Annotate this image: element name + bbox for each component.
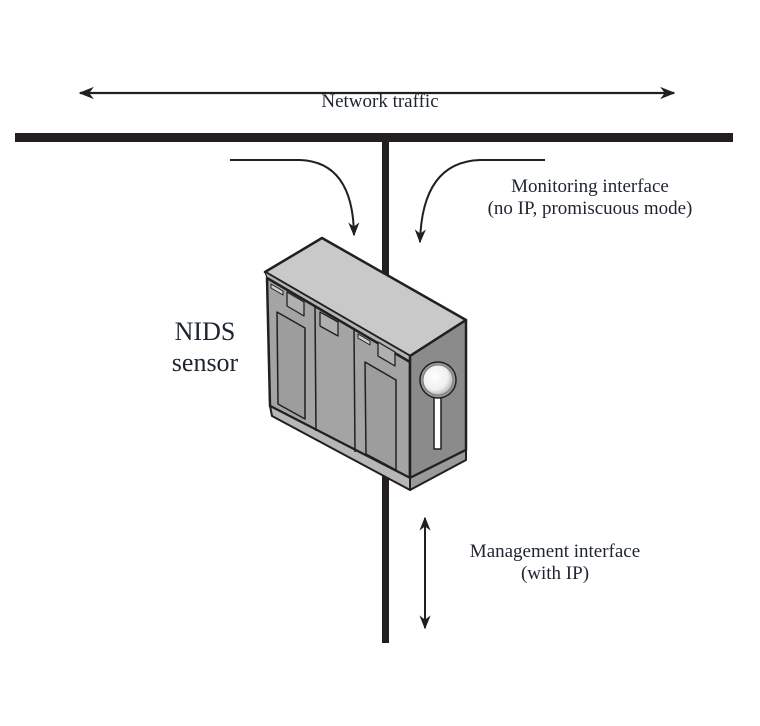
management-label-line1: Management interface (469, 541, 641, 562)
magnifier-icon (419, 361, 457, 450)
device-indicator (270, 283, 284, 296)
panel-divider (314, 305, 317, 432)
device-vent (286, 291, 305, 317)
sensor-label-line2: sensor (171, 348, 239, 378)
network-bus (15, 133, 733, 142)
network-traffic-label: Network traffic (0, 91, 760, 113)
nids-sensor-device (263, 236, 468, 491)
sensor-label-line1: NIDS (174, 317, 236, 346)
monitoring-arrow-right (414, 159, 545, 244)
management-interface-label: Management interface (with IP) (430, 541, 680, 585)
device-base-side (409, 449, 467, 491)
monitoring-label-line1: Monitoring interface (511, 176, 669, 197)
management-label-line2: (with IP) (520, 562, 590, 584)
device-vent (319, 311, 339, 337)
monitoring-interface-label: Monitoring interface (no IP, promiscuous… (455, 176, 725, 220)
device-door-left (276, 311, 306, 420)
network-traffic-text: Network traffic (321, 91, 439, 112)
monitoring-arrow-left (230, 159, 360, 237)
nids-sensor-label: NIDS sensor (140, 316, 270, 378)
device-door-right (364, 361, 397, 471)
monitoring-label-line2: (no IP, promiscuous mode) (487, 197, 693, 219)
panel-divider (353, 327, 356, 453)
device-vent (377, 341, 396, 367)
device-indicator (357, 333, 371, 346)
